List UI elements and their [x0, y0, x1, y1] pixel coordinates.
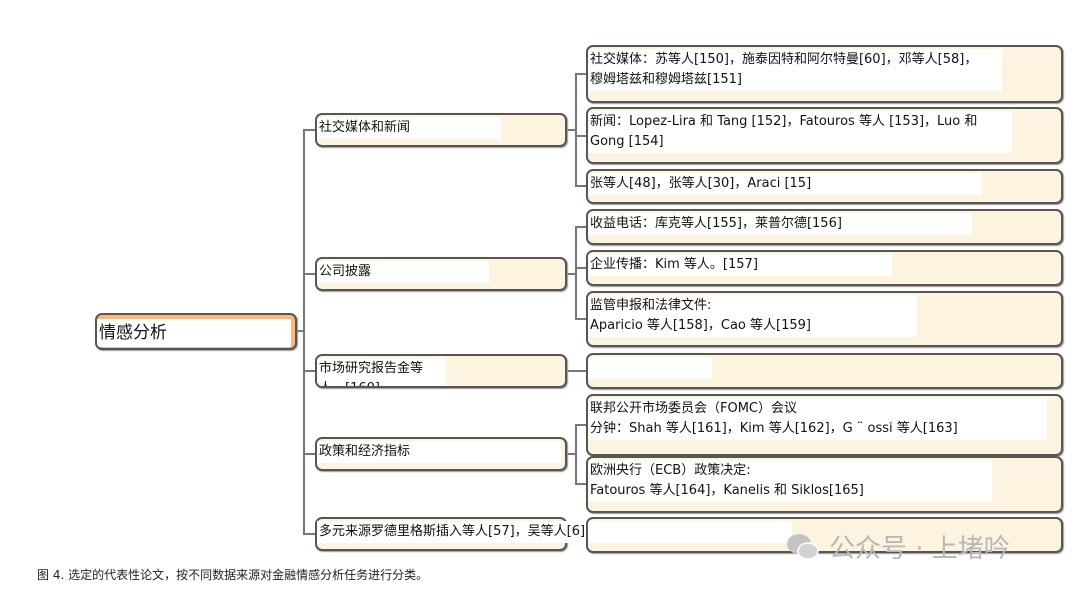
leaf-label: 收益电话：库克等人[155]，莱普尔德[156]: [588, 213, 972, 235]
leaf-label: [588, 357, 712, 379]
category-node: 多元来源罗德里格斯插入等人[57]，吴等人[6]: [315, 517, 588, 551]
connector: [303, 129, 316, 131]
connector: [575, 73, 577, 186]
category-label: 市场研究报告金等人。[160]: [317, 358, 446, 386]
watermark-text: 公众号 · 上堵吟: [829, 534, 1010, 564]
leaf-node: [586, 353, 1063, 389]
connector: [575, 73, 586, 75]
category-label: 公司披露: [317, 261, 489, 283]
leaf-node: 监管申报和法律文件: Aparicio 等人[158]，Cao 等人[159]: [586, 291, 1063, 347]
connector: [575, 267, 586, 269]
leaf-label: 企业传播：Kim 等人。[157]: [588, 254, 892, 276]
category-label: 社交媒体和新闻: [317, 117, 501, 139]
leaf-label: 联邦公开市场委员会（FOMC）会议 分钟：Shah 等人[161]，Kim 等人…: [588, 398, 1047, 440]
leaf-node: 企业传播：Kim 等人。[157]: [586, 250, 1063, 286]
connector-root: [296, 330, 305, 332]
connector: [303, 370, 316, 372]
leaf-node: 联邦公开市场委员会（FOMC）会议 分钟：Shah 等人[161]，Kim 等人…: [586, 394, 1063, 456]
connector-trunk: [303, 129, 305, 534]
connector: [575, 483, 586, 485]
connector: [575, 135, 586, 137]
connector: [303, 273, 316, 275]
leaf-node: 社交媒体：苏等人[150]，施泰因特和阿尔特曼[60]，邓等人[58]， 穆姆塔…: [586, 45, 1063, 103]
leaf-label: [588, 521, 792, 543]
wechat-icon: [787, 533, 819, 560]
connector: [575, 318, 586, 320]
root-node: 情感分析: [95, 313, 297, 350]
leaf-label: 监管申报和法律文件: Aparicio 等人[158]，Cao 等人[159]: [588, 295, 917, 337]
connector: [575, 226, 586, 228]
leaf-node: [586, 517, 1063, 553]
connector: [303, 453, 316, 455]
connector: [303, 533, 316, 535]
category-node: 政策和经济指标: [315, 437, 567, 471]
connector: [575, 226, 577, 319]
category-node: 社交媒体和新闻: [315, 113, 567, 147]
category-label: 多元来源罗德里格斯插入等人[57]，吴等人[6]: [317, 521, 588, 543]
connector: [575, 185, 586, 187]
category-label: 政策和经济指标: [317, 441, 561, 463]
leaf-node: 张等人[48]，张等人[30]，Araci [15]: [586, 169, 1063, 204]
leaf-node: 收益电话：库克等人[155]，莱普尔德[156]: [586, 209, 1063, 245]
connector: [566, 129, 576, 131]
leaf-label: 张等人[48]，张等人[30]，Araci [15]: [588, 173, 982, 195]
connector: [566, 370, 586, 372]
connector: [575, 424, 586, 426]
category-node: 公司披露: [315, 257, 567, 291]
leaf-node: 欧洲央行（ECB）政策决定: Fatouros 等人[164]，Kanelis …: [586, 456, 1063, 513]
connector: [575, 424, 577, 484]
leaf-label: 新闻：Lopez-Lira 和 Tang [152]，Fatouros 等人 […: [588, 111, 1012, 153]
leaf-node: 新闻：Lopez-Lira 和 Tang [152]，Fatouros 等人 […: [586, 107, 1063, 164]
leaf-label: 社交媒体：苏等人[150]，施泰因特和阿尔特曼[60]，邓等人[58]， 穆姆塔…: [588, 49, 1002, 91]
figure-caption: 图 4. 选定的代表性论文，按不同数据来源对金融情感分析任务进行分类。: [37, 568, 429, 582]
connector: [566, 273, 576, 275]
category-node: 市场研究报告金等人。[160]: [315, 354, 567, 388]
connector: [566, 453, 576, 455]
root-label: 情感分析: [97, 319, 291, 347]
watermark: 公众号 · 上堵吟: [785, 528, 1010, 565]
leaf-label: 欧洲央行（ECB）政策决定: Fatouros 等人[164]，Kanelis …: [588, 460, 992, 502]
